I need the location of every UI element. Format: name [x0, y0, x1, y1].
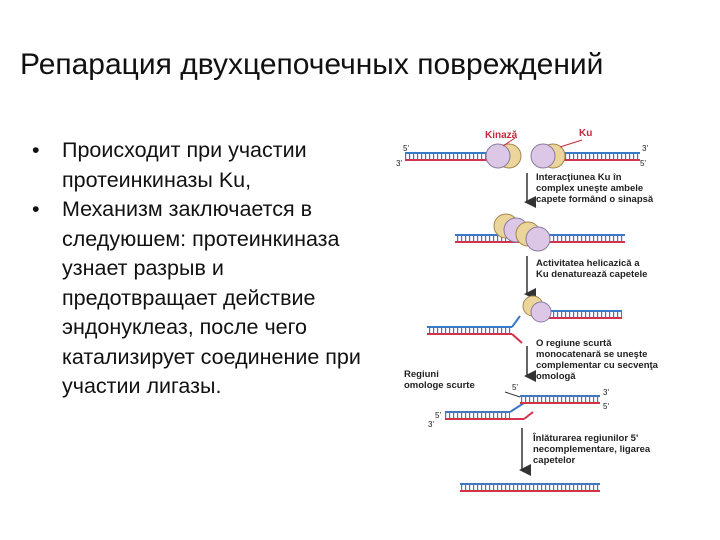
- end-label-3: 3': [642, 144, 648, 153]
- page-title: Репарация двухцепочечных повреждений: [20, 48, 604, 81]
- dna-row-5: [460, 483, 600, 492]
- bullet-list: Происходит при участии протеинкиназы Ku,…: [30, 136, 380, 402]
- end-label-5: 5': [640, 159, 646, 168]
- end-label-3: 3': [603, 388, 609, 397]
- label-ku: Ku: [579, 128, 592, 139]
- bullet-item-1: Происходит при участии протеинкиназы Ku,: [30, 136, 380, 195]
- bullet-item-2: Механизм заключается в следуюшем: протеи…: [30, 195, 380, 402]
- label-pointer: [504, 391, 521, 398]
- strand-flap: [523, 411, 534, 420]
- dna-row-4: Regiuni omologe scurte 5' 3' 5' 5' 3': [404, 369, 609, 429]
- base-pairs: [460, 485, 600, 490]
- end-label-3: 3': [428, 420, 434, 429]
- label-pointer: [559, 139, 583, 148]
- base-pairs-left: [405, 154, 505, 159]
- kinase-protein: [525, 226, 551, 252]
- base-pairs-left: [445, 413, 510, 418]
- base-pairs-left: [427, 328, 512, 333]
- strand-frayed: [511, 333, 523, 344]
- kinase-protein: [530, 301, 552, 323]
- base-pairs-right: [545, 312, 622, 317]
- dna-row-3: [427, 295, 622, 344]
- step-1-text: Interacţiunea Ku în complex uneşte ambel…: [536, 172, 654, 205]
- end-label-5: 5': [435, 411, 441, 420]
- end-label-5: 5': [603, 402, 609, 411]
- base-pairs-right: [560, 154, 640, 159]
- step-3-text: O regiune scurtă monocatenară se uneşte …: [536, 338, 661, 382]
- step-2-text: Activitatea helicazică a Ku denaturează …: [536, 258, 647, 280]
- strand-frayed: [511, 315, 521, 328]
- dna-row-1: Kinază Ku 5' 3' 3' 5': [396, 128, 648, 169]
- end-label-5: 5': [512, 383, 518, 392]
- step-4-text: Înlăturarea regiunilor 5' necomplementar…: [532, 432, 653, 466]
- kinase-protein: [485, 143, 511, 169]
- dna-row-2: [455, 213, 625, 252]
- label-kinaza: Kinază: [485, 130, 518, 141]
- end-label-5: 5': [403, 144, 409, 153]
- strand-flap: [509, 402, 525, 413]
- base-pairs-right: [520, 397, 600, 402]
- end-label-3: 3': [396, 159, 402, 168]
- label-pointer: [502, 137, 516, 147]
- label-regiuni: Regiuni omologe scurte: [404, 369, 475, 391]
- kinase-protein: [530, 143, 556, 169]
